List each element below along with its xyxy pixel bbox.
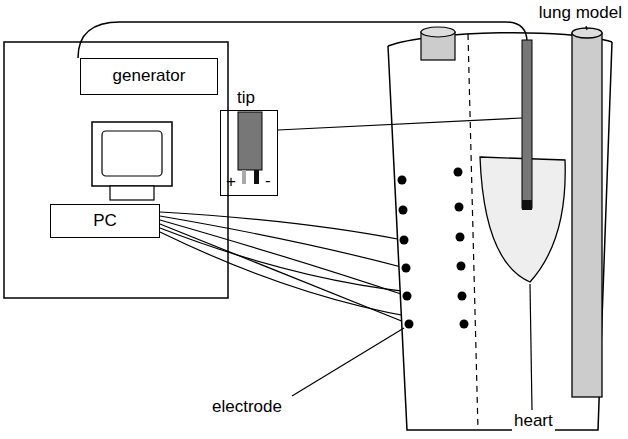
monitor-screen — [102, 131, 162, 176]
leader-lines — [278, 26, 587, 410]
polarity-sign: - — [265, 172, 271, 191]
generator-box: generator — [80, 58, 218, 95]
part-label: lung model — [537, 4, 624, 23]
cylinder-top — [421, 27, 455, 37]
dashed-plane — [468, 34, 478, 430]
polarity-sign: + — [226, 173, 236, 192]
box-label: PC — [93, 212, 117, 231]
catheter — [522, 40, 532, 208]
inset-title: tip — [235, 89, 257, 108]
box-label: generator — [113, 67, 186, 86]
pc-box: PC — [50, 204, 160, 238]
tip-inset: tip+- — [220, 110, 278, 196]
probe-body — [238, 112, 262, 170]
monitor-stand — [110, 186, 154, 200]
monitor — [92, 122, 172, 186]
electrodes — [398, 168, 469, 329]
lung-cylinder — [572, 33, 602, 397]
part-label: heart — [512, 412, 555, 431]
part-label: electrode — [210, 398, 284, 417]
probe-minus-pole — [254, 170, 259, 184]
catheter-tip — [522, 200, 532, 210]
probe-plus-pole — [242, 170, 246, 184]
enclosure-frame — [4, 42, 228, 298]
